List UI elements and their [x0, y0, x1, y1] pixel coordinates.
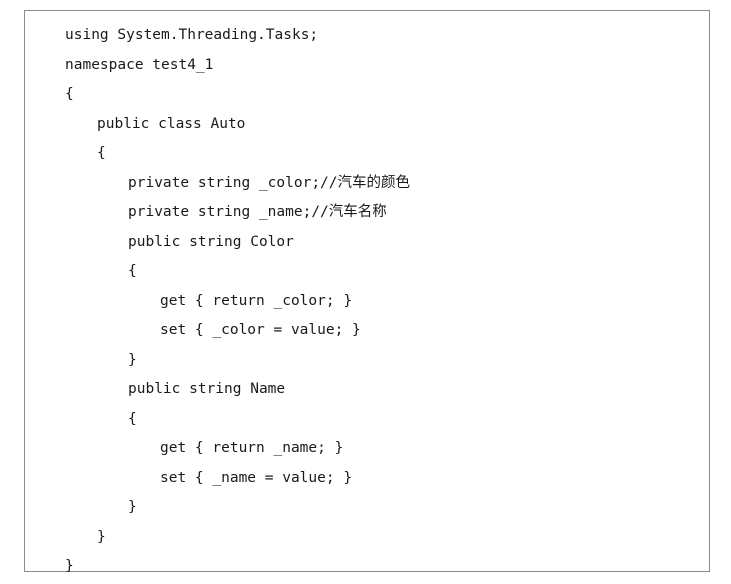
code-line-name-field: private string _name;//汽车名称 — [128, 204, 387, 220]
code-line-class-declaration: public class Auto — [97, 115, 246, 132]
code-line-class-open-brace: { — [97, 145, 106, 161]
code-line-namespace: namespace test4_1 — [65, 56, 214, 73]
code-line-name-property: public string Name — [128, 381, 286, 397]
code-line-color-getter: get { return _color; } — [160, 292, 353, 309]
code-line-color-setter: set { _color = value; } — [160, 322, 361, 338]
code-line-name-getter: get { return _name; } — [160, 440, 344, 456]
code-line-name-close-brace: } — [128, 499, 137, 515]
code-line-name-open-brace: { — [128, 410, 137, 427]
code-line-color-field: private string _color;//汽车的颜色 — [128, 174, 411, 191]
code-line-namespace-close-brace: } — [65, 558, 74, 574]
code-line-color-close-brace: } — [128, 351, 137, 368]
code-line-using: using System.Threading.Tasks; — [65, 27, 319, 43]
code-line-namespace-open-brace: { — [65, 86, 74, 102]
code-listing-frame: using System.Threading.Tasks; namespace … — [24, 10, 710, 574]
code-line-color-property: public string Color — [128, 233, 294, 250]
code-listing: using System.Threading.Tasks; namespace … — [25, 21, 410, 582]
code-line-class-close-brace: } — [97, 528, 106, 545]
code-line-color-open-brace: { — [128, 263, 137, 279]
code-line-name-setter: set { _name = value; } — [160, 469, 353, 486]
